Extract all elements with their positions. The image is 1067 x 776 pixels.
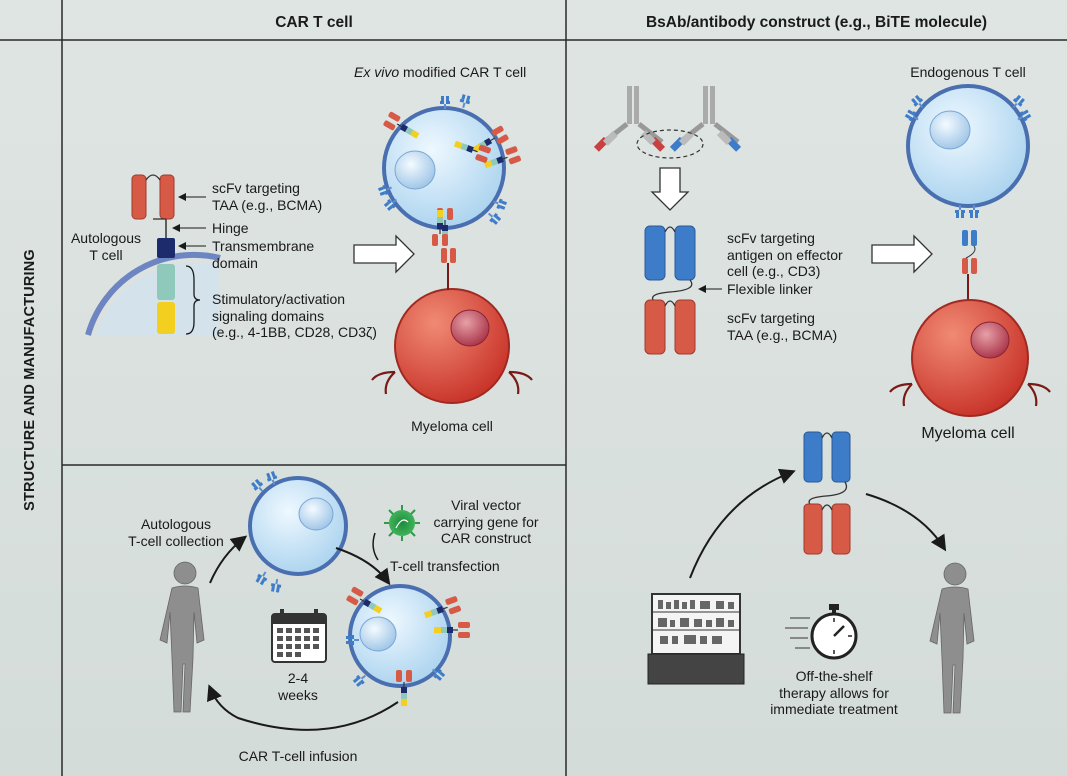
autologous-t-cell-label: Autologous T cell [70, 230, 142, 263]
viral-vector-label: Viral vector carrying gene for CAR const… [433, 497, 539, 546]
side-label: STRUCTURE AND MANUFACTURING [22, 249, 38, 511]
car-t-header: CAR T cell [275, 14, 353, 31]
ex-vivo-italic: Ex vivo [354, 64, 400, 80]
ex-vivo-rest: modified CAR T cell [399, 64, 527, 80]
myeloma-label-left: Myeloma cell [411, 418, 493, 434]
scfv-effector-label: scFv targeting antigen on effector cell … [727, 230, 843, 279]
linker-label: Flexible linker [727, 281, 813, 297]
infusion-label: CAR T-cell infusion [238, 748, 358, 764]
scfv-label: scFv targeting TAA (e.g., BCMA) [212, 180, 323, 213]
signaling-label: Stimulatory/activation signaling domains… [212, 291, 377, 340]
endogenous-label: Endogenous T cell [910, 64, 1026, 80]
ex-vivo-label: Ex vivo modified CAR T cell [354, 64, 526, 81]
scfv-taa-label: scFv targeting TAA (e.g., BCMA) [727, 310, 838, 343]
off-shelf-label: Off-the-shelf therapy allows for immedia… [770, 668, 898, 717]
transmembrane-label: Transmembrane domain [212, 238, 315, 271]
myeloma-label-right: Myeloma cell [921, 425, 1015, 442]
hinge-label: Hinge [212, 220, 249, 236]
weeks-label: 2-4 weeks [278, 670, 318, 703]
collection-label: Autologous T-cell collection [128, 516, 224, 549]
bsab-header: BsAb/antibody construct (e.g., BiTE mole… [645, 14, 988, 31]
transfection-label: T-cell transfection [390, 558, 500, 574]
